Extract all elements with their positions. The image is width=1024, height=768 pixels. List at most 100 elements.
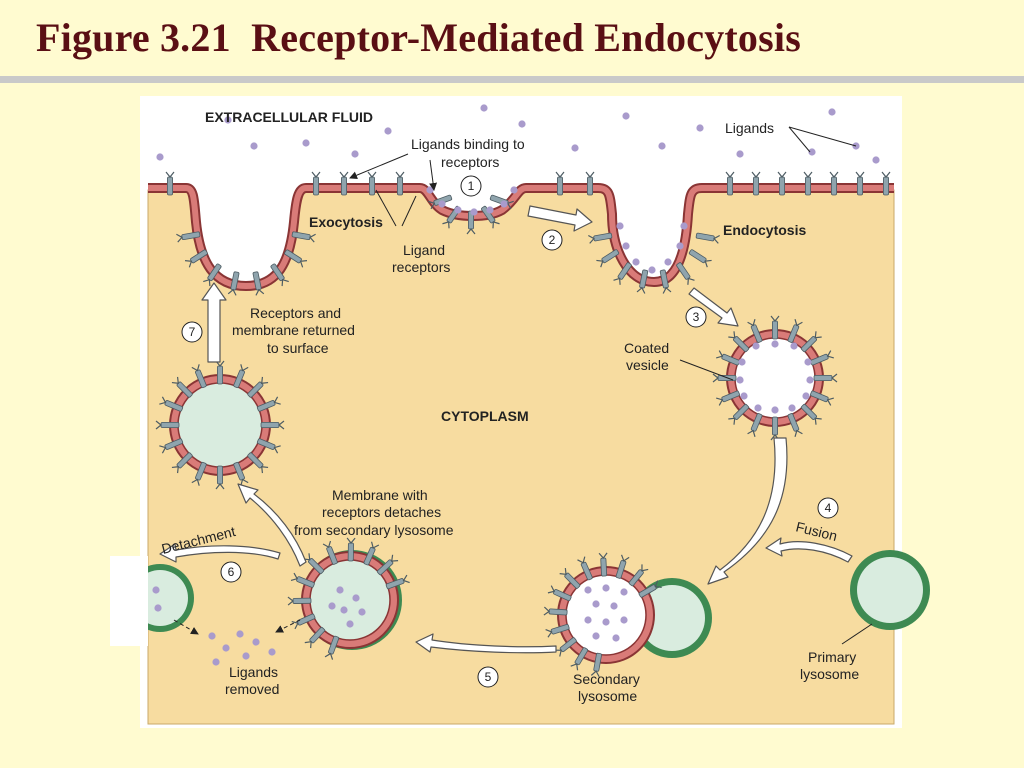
receptor [176,231,201,243]
ligand-dot [620,616,628,624]
receptor [155,420,180,430]
receptor-head [309,233,316,243]
receptor [215,360,225,385]
receptor-head [215,483,225,490]
receptor-head [346,537,356,544]
ligand-dot [156,153,164,161]
receptor-head [620,554,630,562]
receptor-head [641,564,649,572]
label-coated-vesicle-line2: vesicle [626,357,669,373]
arrow-step-3 [688,287,739,327]
ligand-dot [352,594,360,602]
receptor-head [598,552,608,560]
receptor [291,613,316,630]
receptor [256,438,281,454]
label-receptors-returned-line2: membrane returned [232,322,355,338]
receptor [598,552,608,577]
receptor [613,262,632,285]
ligand-dot [438,200,446,208]
receptor-head [636,286,646,294]
label-coated-vesicle-line1: Coated [624,340,669,356]
label-ligand-receptors-line1: Ligand [403,242,445,258]
receptor-head [588,234,595,244]
step-6-number: 6 [228,565,235,579]
step-3-marker: 3 [685,306,707,328]
receptor-head [794,429,803,437]
step-1-number: 1 [468,179,475,193]
receptor [676,262,695,285]
arrow-step-2 [527,205,593,232]
receptor-head [747,319,756,327]
ligand-dot [518,120,526,128]
ligand-dot [486,206,494,214]
receptor [233,461,249,486]
step-6-marker: 6 [220,561,242,583]
ligand-dot [346,620,354,628]
receptor-body [831,176,837,196]
receptor [395,171,405,196]
receptor [615,554,630,579]
receptor [191,364,207,389]
receptor [570,647,589,671]
label-membrane-detaches-line3: from secondary lysosome [294,522,454,538]
label-endocytosis: Endocytosis [723,222,806,238]
ligand-dot [500,200,508,208]
receptor-head [794,319,803,327]
receptor [725,171,735,196]
receptor-head [390,554,399,562]
ligand-dot [602,584,610,592]
receptor [747,319,763,343]
label-primary-lysosome-line1: Primary [808,649,856,665]
receptor [585,171,595,196]
ligand-dot [736,150,744,158]
receptor-head [747,429,756,437]
receptor [339,171,349,196]
receptor-head [543,606,551,616]
receptor [787,319,803,343]
internal-ligands [152,340,814,666]
ligand-dot [872,156,880,164]
receptor [247,452,269,474]
receptor [554,637,577,657]
receptor [233,364,249,389]
departing-lysosome [110,556,194,646]
step-3-number: 3 [693,310,700,324]
receptor [751,171,761,196]
receptor [304,626,326,649]
ligand-dot [680,222,688,230]
leader-lines [173,126,873,645]
ligand-dot [648,266,656,274]
receptor [227,271,240,296]
ligand-dot [808,148,816,156]
receptor-head [255,288,265,296]
ligand-dot [754,404,762,412]
receptor-head [159,445,167,454]
receptor [590,652,602,678]
label-cytoplasm: CYTOPLASM [441,408,529,424]
ligand-dot [806,376,814,384]
receptor-head [227,288,237,296]
ligand-dot [736,376,744,384]
receptor-head [240,478,249,486]
receptor [311,171,321,196]
receptor [363,541,380,566]
receptor-head [184,260,193,268]
step-7-marker: 7 [181,321,203,343]
ligand-dot [696,124,704,132]
receptor [636,269,649,294]
ligand-dot [740,392,748,400]
receptor [659,269,672,294]
arrow-detachment [159,543,281,563]
receptor-head [322,540,332,549]
receptor-head [716,397,724,406]
ligand-dot [592,600,600,608]
receptor-head [654,580,662,589]
receptor-head [395,171,405,178]
receptor [810,390,834,406]
receptor-head [577,556,586,564]
ligand-dot [622,112,630,120]
receptor [728,403,750,425]
ligand-dot [426,186,434,194]
receptor [543,606,568,616]
